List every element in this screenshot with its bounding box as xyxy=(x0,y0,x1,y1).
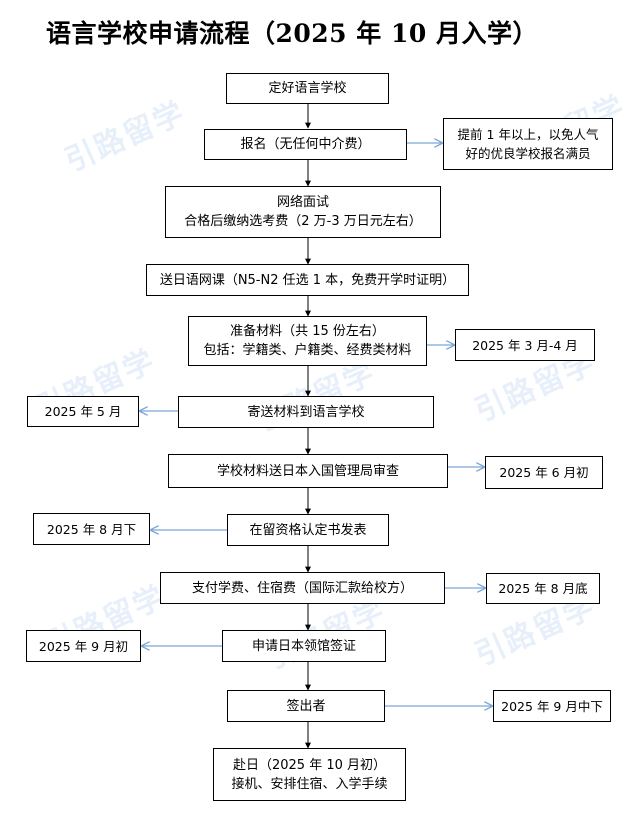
step-text: 定好语言学校 xyxy=(268,81,347,96)
note-apply-early: 提前 1 年以上，以免人气 好的优良学校报名满员 xyxy=(443,118,613,170)
step-text: 寄送材料到语言学校 xyxy=(247,404,365,420)
note-text: 2025 年 6 月初 xyxy=(499,465,589,480)
step-text: 准备材料（共 15 份左右） xyxy=(230,324,385,339)
note-text: 提前 1 年以上，以免人气 xyxy=(457,127,599,142)
step-text: 赴日（2025 年 10 月初） xyxy=(232,757,387,773)
step-text: 网络面试 xyxy=(276,195,329,210)
step-text: 送日语网课（N5-N2 任选 1 本，免费开学时证明） xyxy=(159,272,456,288)
note-date-late-aug: 2025 年 8 月下 xyxy=(33,513,150,545)
step-immigration-review: 学校材料送日本入国管理局审查 xyxy=(168,454,448,488)
step-text: 在留资格认定书发表 xyxy=(249,522,367,538)
page-title: 语言学校申请流程（2025 年 10 月入学） xyxy=(46,19,538,48)
note-text: 2025 年 8 月底 xyxy=(498,581,588,596)
step-apply-visa: 申请日本领馆签证 xyxy=(222,630,386,662)
note-date-early-jun: 2025 年 6 月初 xyxy=(485,456,603,489)
note-date-mar-apr: 2025 年 3 月-4 月 xyxy=(455,329,595,361)
step-choose-school: 定好语言学校 xyxy=(226,73,389,104)
step-send-materials: 寄送材料到语言学校 xyxy=(178,396,434,428)
step-text: 包括：学籍类、户籍类、经费类材料 xyxy=(203,343,412,358)
step-coe-issued: 在留资格认定书发表 xyxy=(227,514,389,546)
step-pay-tuition: 支付学费、住宿费（国际汇款给校方） xyxy=(160,572,445,604)
note-date-end-aug: 2025 年 8 月底 xyxy=(486,573,600,604)
note-date-early-sep: 2025 年 9 月初 xyxy=(26,630,141,662)
note-text: 2025 年 5 月 xyxy=(44,404,122,419)
step-apply: 报名（无任何中介费） xyxy=(204,129,407,160)
step-arrive-japan: 赴日（2025 年 10 月初） 接机、安排住宿、入学手续 xyxy=(213,748,406,801)
step-prepare-materials: 准备材料（共 15 份左右） 包括：学籍类、户籍类、经费类材料 xyxy=(188,316,427,366)
step-online-course: 送日语网课（N5-N2 任选 1 本，免费开学时证明） xyxy=(146,264,469,296)
step-text: 申请日本领馆签证 xyxy=(251,638,356,654)
step-text: 支付学费、住宿费（国际汇款给校方） xyxy=(191,580,413,596)
note-date-mid-sep: 2025 年 9 月中下 xyxy=(493,690,611,722)
note-text: 2025 年 3 月-4 月 xyxy=(472,337,578,353)
note-text: 2025 年 8 月下 xyxy=(46,521,137,537)
step-text: 合格后缴纳选考费（2 万-3 万日元左右） xyxy=(184,214,422,229)
step-text: 学校材料送日本入国管理局审查 xyxy=(216,463,399,479)
step-text: 签出者 xyxy=(286,698,326,714)
step-text: 接机、安排住宿、入学手续 xyxy=(231,776,388,792)
note-date-may: 2025 年 5 月 xyxy=(27,396,139,427)
note-text: 2025 年 9 月中下 xyxy=(501,698,603,714)
step-text: 报名（无任何中介费） xyxy=(240,137,371,152)
note-text: 好的优良学校报名满员 xyxy=(465,146,591,161)
step-online-interview: 网络面试 合格后缴纳选考费（2 万-3 万日元左右） xyxy=(165,186,441,238)
note-text: 2025 年 9 月初 xyxy=(38,638,129,654)
step-visa-issued: 签出者 xyxy=(227,690,385,722)
